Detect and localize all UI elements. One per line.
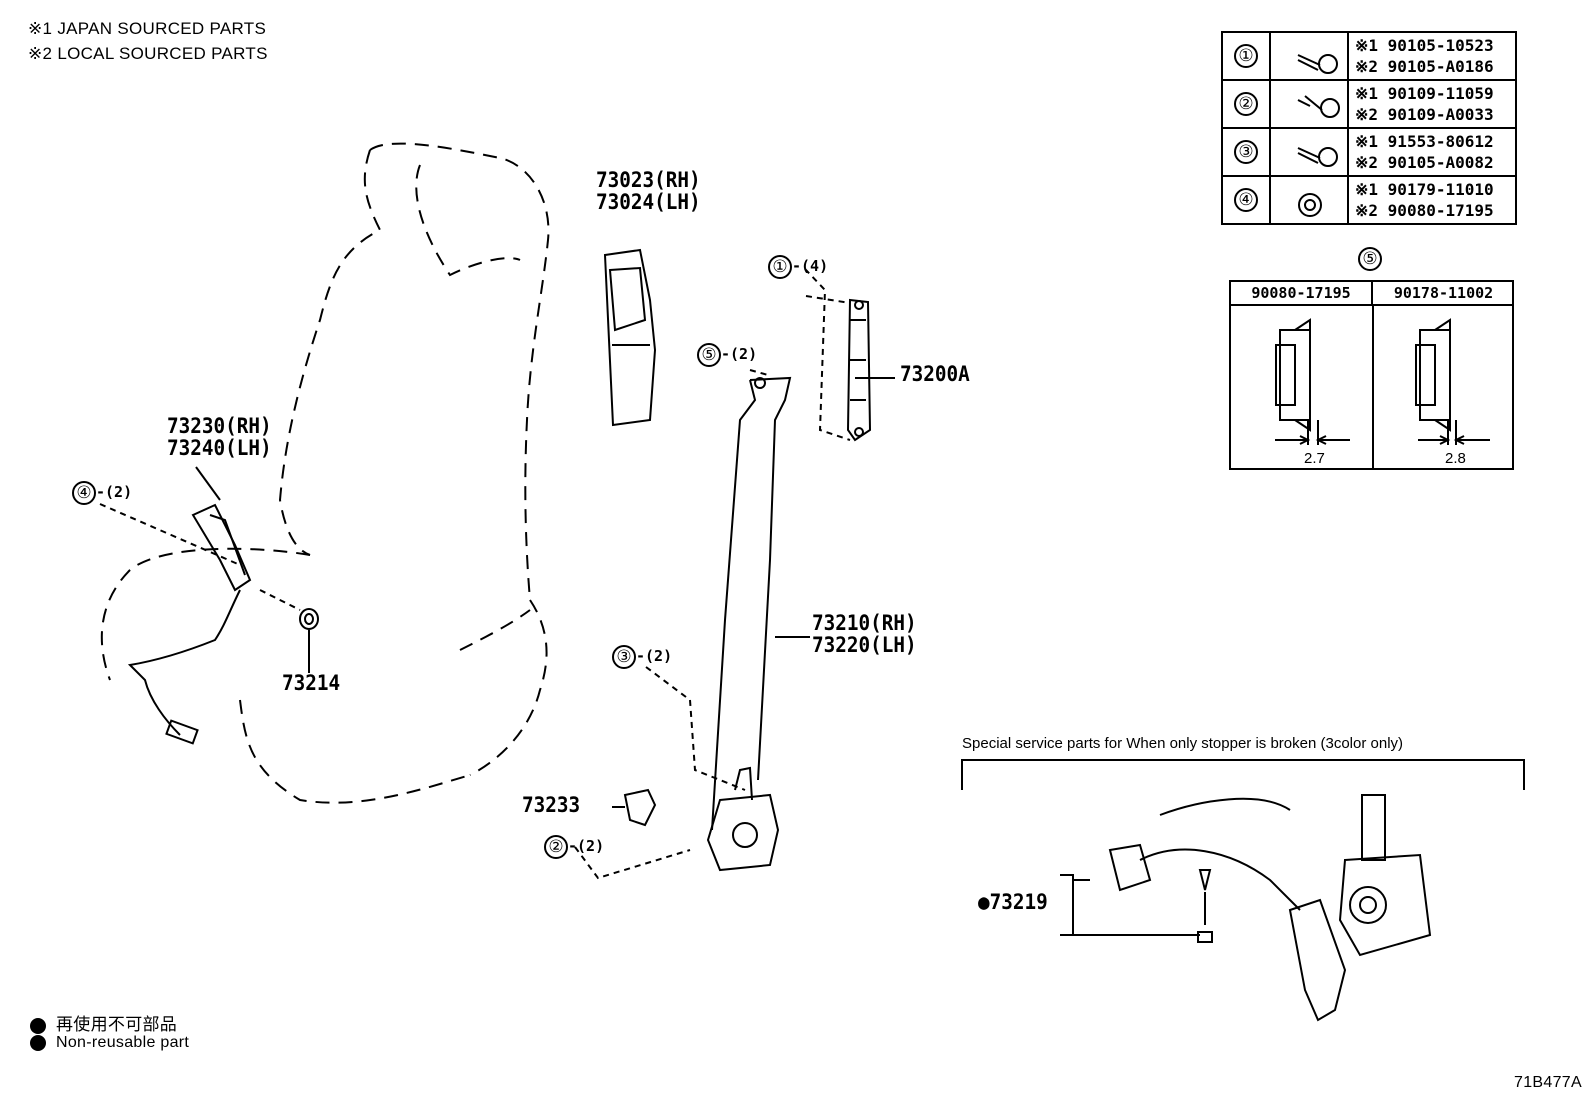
nut-col1-dim: 2.7 bbox=[1304, 450, 1325, 467]
bullet-icon bbox=[30, 1034, 46, 1051]
bolt-icon bbox=[1269, 31, 1349, 81]
bolt-icon bbox=[1269, 127, 1349, 177]
solid-leaders bbox=[195, 377, 895, 808]
washer bbox=[299, 608, 319, 630]
buckle-assembly bbox=[127, 503, 252, 745]
nut-table-title: ⑤ bbox=[1358, 247, 1382, 271]
local-part-code: ※2 90105-A0186 bbox=[1355, 57, 1494, 76]
part-73240: 73240(LH) bbox=[167, 436, 272, 460]
nut-col2-part: 90178-11002 bbox=[1373, 282, 1514, 306]
bolt-row: ③ ※1 91553-80612 ※2 90105-A0082 bbox=[1221, 127, 1517, 177]
nut-table-divider bbox=[1372, 304, 1374, 470]
part-73023: 73023(RH) bbox=[596, 168, 701, 192]
part-73230: 73230(RH) bbox=[167, 414, 272, 438]
callout-2-number: ② bbox=[544, 835, 568, 859]
part-73200A: 73200A bbox=[900, 362, 970, 386]
bolt-table: ① ※1 90105-10523 ※2 90105-A0186 ② ※1 9010… bbox=[1221, 31, 1517, 225]
bolt-row: ② ※1 90109-11059 ※2 90109-A0033 bbox=[1221, 79, 1517, 129]
nut-drawings bbox=[1275, 318, 1490, 445]
bolt-row-number: ① bbox=[1234, 44, 1258, 68]
part-73024: 73024(LH) bbox=[596, 190, 701, 214]
part-73233: 73233 bbox=[522, 793, 581, 817]
bolt-row: ① ※1 90105-10523 ※2 90105-A0186 bbox=[1221, 31, 1517, 81]
callout-2-qty: -(2) bbox=[568, 837, 605, 856]
local-part-code: ※2 90109-A0033 bbox=[1355, 105, 1494, 124]
part-73220: 73220(LH) bbox=[812, 633, 917, 657]
japan-part-code: ※1 90105-10523 bbox=[1355, 36, 1494, 55]
local-part-code: ※2 90105-A0082 bbox=[1355, 153, 1494, 172]
callout-4-qty: -(2) bbox=[96, 483, 133, 502]
nut-col1-part: 90080-17195 bbox=[1231, 282, 1373, 306]
trim-cover bbox=[603, 248, 657, 427]
belt-assembly bbox=[706, 376, 792, 872]
nut-col2-dim: 2.8 bbox=[1445, 450, 1466, 467]
special-service-title: Special service parts for When only stop… bbox=[962, 735, 1404, 752]
nut-icon bbox=[1269, 175, 1349, 225]
japan-part-code: ※1 91553-80612 bbox=[1355, 132, 1494, 151]
callout-5-number: ⑤ bbox=[697, 343, 721, 367]
japan-part-code: ※1 90109-11059 bbox=[1355, 84, 1494, 103]
legend-local: ※2 LOCAL SOURCED PARTS bbox=[28, 44, 268, 63]
height-adjuster bbox=[846, 298, 872, 442]
nut-table: 90080-17195 90178-11002 bbox=[1229, 280, 1514, 470]
bolt-row-number: ③ bbox=[1234, 140, 1258, 164]
callout-4: ④-(2) bbox=[72, 481, 132, 505]
bullet-icon bbox=[30, 1017, 46, 1034]
callout-2: ②-(2) bbox=[544, 835, 604, 859]
stepped-bolt-icon bbox=[1269, 79, 1349, 129]
callout-1: ①-(4) bbox=[768, 255, 828, 279]
non-reusable-en: Non-reusable part bbox=[30, 1034, 189, 1052]
leader-lines bbox=[99, 268, 851, 880]
diagram-code: 71B477A bbox=[1514, 1074, 1582, 1091]
clip-73233 bbox=[623, 788, 657, 827]
non-reusable-jp: 再使用不可部品 bbox=[30, 1010, 177, 1035]
bolt-row-number: ② bbox=[1234, 92, 1258, 116]
callout-3: ③-(2) bbox=[612, 645, 672, 669]
part-73210: 73210(RH) bbox=[812, 611, 917, 635]
special-box bbox=[961, 759, 1525, 1022]
callout-1-number: ① bbox=[768, 255, 792, 279]
bolt-row-number: ④ bbox=[1234, 188, 1258, 212]
part-73214: 73214 bbox=[282, 671, 341, 695]
callout-4-number: ④ bbox=[72, 481, 96, 505]
local-part-code: ※2 90080-17195 bbox=[1355, 201, 1494, 220]
seat-outline bbox=[100, 142, 550, 804]
legend-japan: ※1 JAPAN SOURCED PARTS bbox=[28, 19, 267, 38]
callout-3-number: ③ bbox=[612, 645, 636, 669]
callout-5-qty: -(2) bbox=[721, 345, 758, 364]
japan-part-code: ※1 90179-11010 bbox=[1355, 180, 1494, 199]
callout-1-qty: -(4) bbox=[792, 257, 829, 276]
bolt-row: ④ ※1 90179-11010 ※2 90080-17195 bbox=[1221, 175, 1517, 225]
callout-5: ⑤-(2) bbox=[697, 343, 757, 367]
callout-3-qty: -(2) bbox=[636, 647, 673, 666]
part-73219: ●73219 bbox=[978, 890, 1048, 914]
